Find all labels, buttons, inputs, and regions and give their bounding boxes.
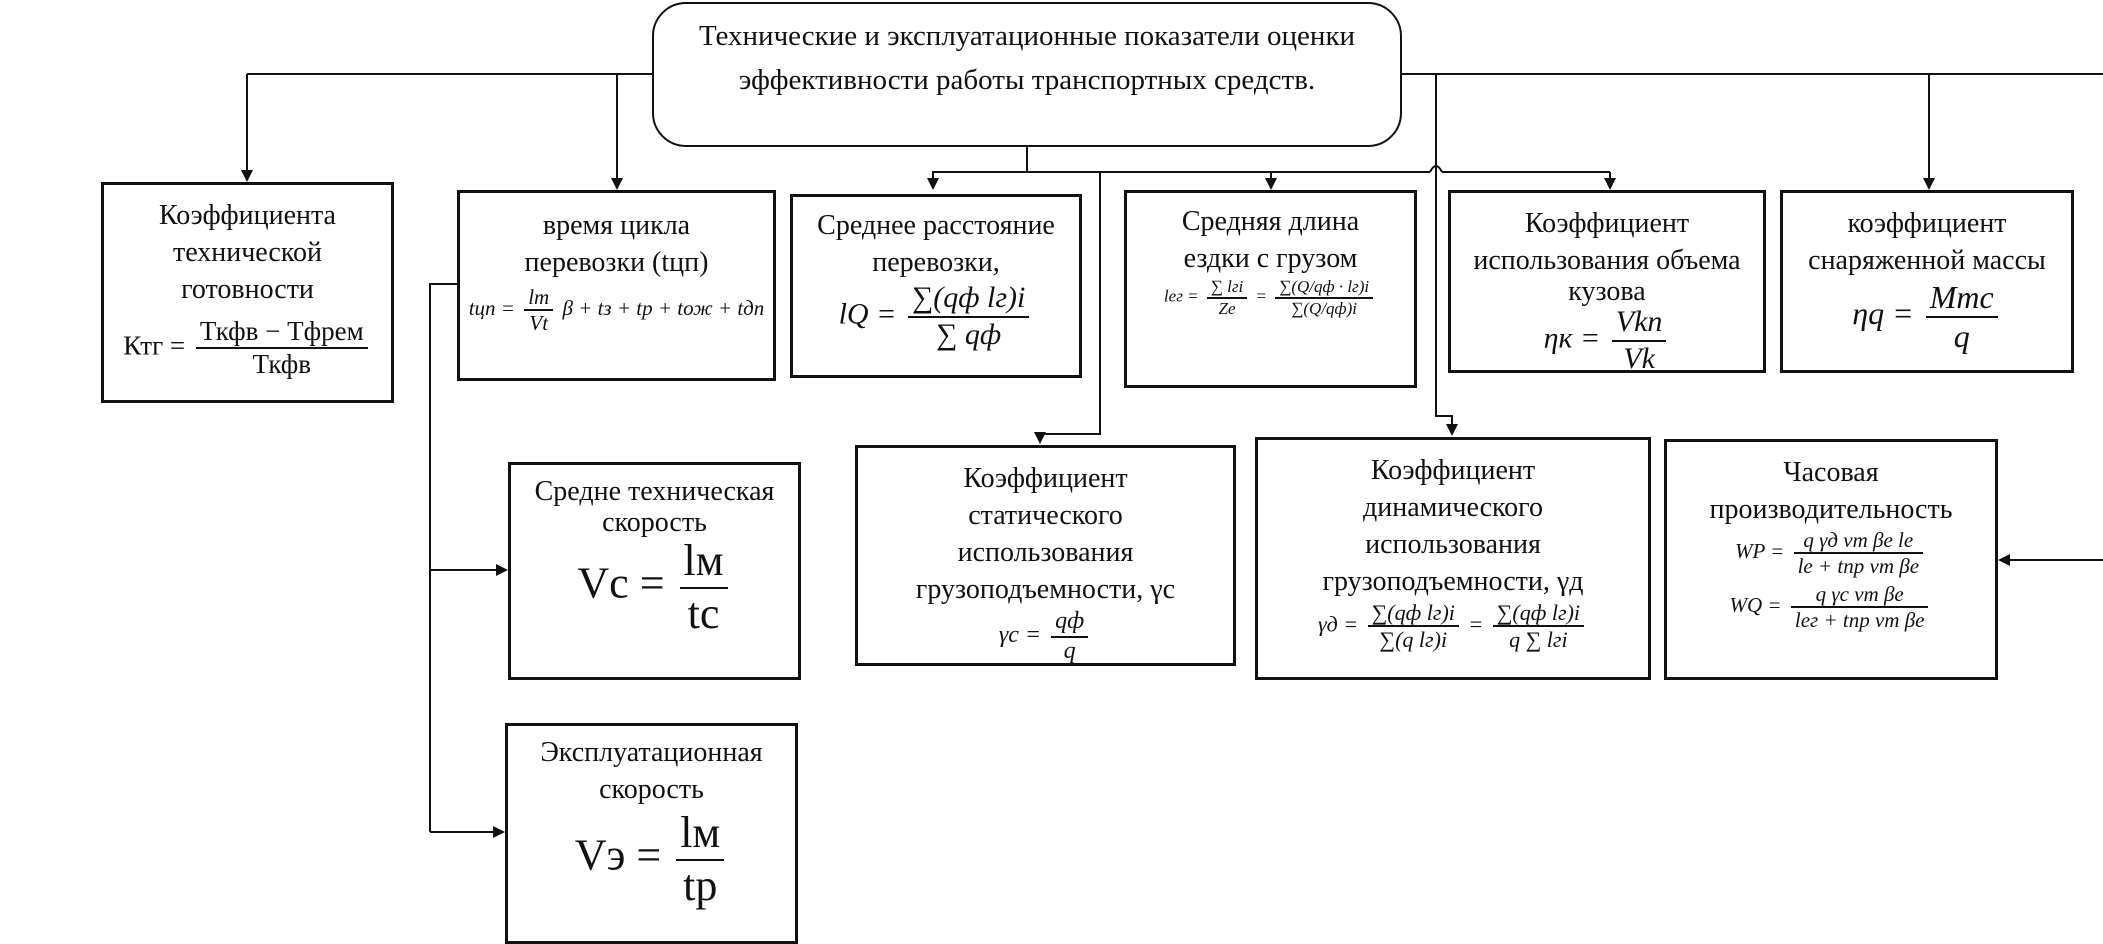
node-hourly: Часовая производительность WP = q γд vт …	[1664, 439, 1998, 680]
node-static-cap: Коэффициент статического использования г…	[855, 445, 1236, 666]
connector-root-bus	[927, 147, 1028, 190]
node-avg-dist: Среднее расстояние перевозки, lQ = ∑(qф …	[790, 194, 1082, 378]
root-node: Технические и эксплуатационные показател…	[652, 2, 1402, 147]
node-trip-len: Средняя длина ездки с грузом lег = ∑ lгi…	[1124, 190, 1417, 388]
root-title-line1: Технические и эксплуатационные показател…	[698, 20, 1356, 52]
connector-speed-branch	[429, 283, 457, 832]
node-ktg: Коэффициента технической готовности Кт​г…	[101, 182, 394, 403]
node-dyn-cap: Коэффициент динамического использования …	[1255, 437, 1651, 680]
arrow-to-dyn-cap	[1435, 74, 1458, 436]
avg-dist-formula: lQ = ∑(qф lг)i∑ qф	[793, 281, 1079, 352]
arrow-to-static-cap	[1034, 172, 1101, 444]
node-body-vol: Коэффициент использования объема кузова …	[1448, 190, 1766, 376]
root-title-line2: эффективности работы транспортных средст…	[738, 64, 1316, 96]
